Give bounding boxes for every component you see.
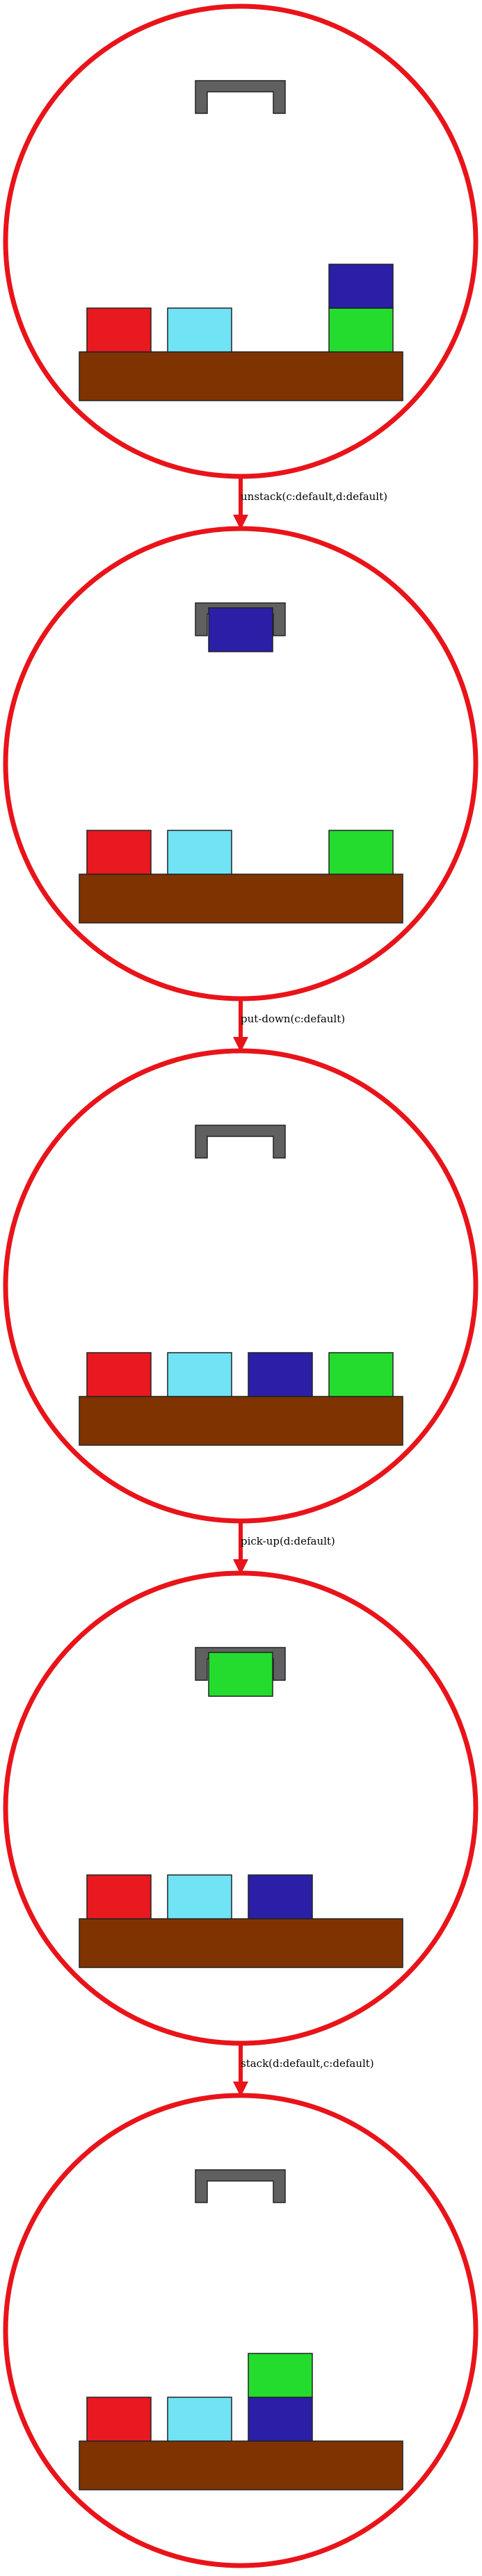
block-d [248,2353,313,2398]
block-a [86,1352,152,1397]
block-c [248,1874,313,1919]
state-circle [3,1570,479,2046]
transition-4: stack(d:default,c:default) [233,2043,374,2097]
block-a [86,830,152,875]
block-a [86,1874,152,1919]
state-1 [3,3,479,479]
transition-label: pick-up(d:default) [241,1535,335,1547]
transition-label: unstack(c:default,d:default) [241,490,387,503]
state-5 [3,2093,479,2568]
transition-label: put-down(c:default) [241,1013,345,1025]
arrow-head [233,1559,248,1575]
gripper [195,1125,286,1159]
table [79,1918,403,1968]
state-circle [3,2093,479,2568]
transition-label: stack(d:default,c:default) [241,2057,374,2070]
block-d [328,307,394,353]
block-c [248,2397,313,2442]
held-block-c [208,607,273,652]
state-2 [3,526,479,1001]
table [79,2440,403,2490]
state-3 [3,1048,479,1524]
block-c [328,264,394,309]
block-b [167,1874,232,1919]
gripper [195,2169,286,2203]
arrow-head [233,1037,248,1052]
table [79,1396,403,1446]
state-4 [3,1570,479,2046]
block-b [167,2397,232,2442]
arrow-head [233,515,248,530]
arrow-head [233,2082,248,2097]
block-a [86,2397,152,2442]
state-circle [3,3,479,479]
transition-3: pick-up(d:default) [233,1521,335,1575]
state-circle [3,1048,479,1524]
block-b [167,830,232,875]
block-c [248,1352,313,1397]
block-b [167,307,232,353]
block-d [328,830,394,875]
transition-1: unstack(c:default,d:default) [233,476,387,530]
transition-2: put-down(c:default) [233,999,345,1052]
block-a [86,307,152,353]
state-circle [3,526,479,1001]
table [79,874,403,924]
block-d [328,1352,394,1397]
block-b [167,1352,232,1397]
held-block-d [208,1652,273,1697]
gripper [195,80,286,114]
table [79,351,403,401]
